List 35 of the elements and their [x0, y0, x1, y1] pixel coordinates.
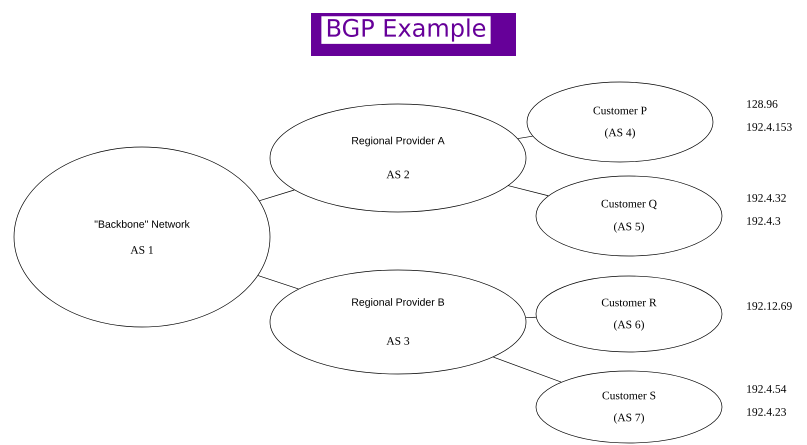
node-label: Customer R: [602, 298, 657, 306]
node-label: Customer Q: [602, 200, 657, 210]
address-label: 192.4.3: [747, 217, 780, 225]
address-label: 192.4.153: [747, 123, 792, 131]
node-label: AS 3: [386, 337, 410, 345]
node-label: Regional Provider B: [352, 298, 444, 308]
node-label: Regional Provider A: [352, 136, 445, 146]
connector-line: [258, 275, 299, 290]
address-label: 192.4.32: [747, 194, 786, 202]
connector-line: [492, 356, 562, 382]
node-ellipse: [270, 270, 526, 374]
address-label: 192.12.69: [747, 302, 792, 310]
node-ellipse: [270, 104, 526, 212]
node-ellipse: [526, 82, 714, 162]
node-ellipse: [536, 276, 722, 352]
address-label: 192.4.54: [747, 385, 786, 393]
connector-line: [526, 316, 536, 318]
node-label: (AS 6): [614, 320, 644, 331]
node-label: (AS 5): [614, 222, 644, 233]
node-label: AS 2: [386, 170, 410, 178]
node-ellipse: [536, 176, 722, 256]
address-label: 128.96: [747, 100, 778, 108]
node-ellipse: [536, 370, 722, 444]
node-label: AS 1: [130, 246, 153, 254]
node-label: Customer S: [602, 392, 656, 400]
node-label: Customer P: [593, 106, 647, 114]
node-label: (AS 7): [614, 413, 644, 424]
connector-line: [508, 185, 549, 196]
node-label: (AS 4): [605, 128, 635, 139]
title-box: BGP Example: [311, 13, 516, 56]
node-ellipse: [14, 146, 270, 328]
connector-line: [259, 190, 295, 202]
node-label: "Backbone" Network: [94, 220, 190, 228]
address-label: 192.4.23: [747, 408, 786, 416]
connector-line: [518, 136, 533, 139]
